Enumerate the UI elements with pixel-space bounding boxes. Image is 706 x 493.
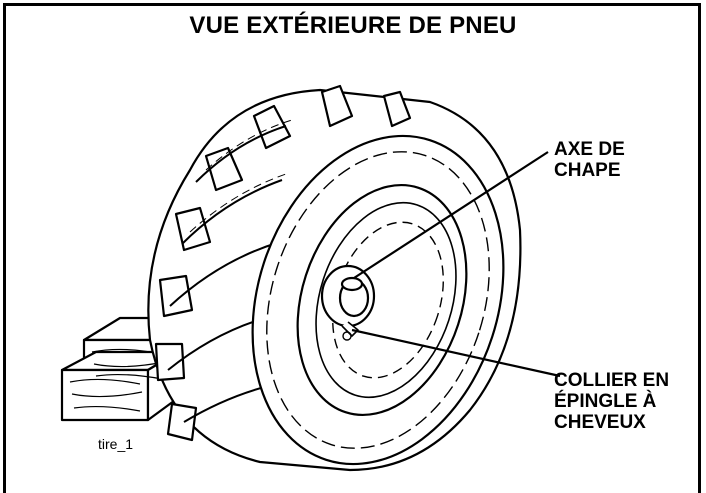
- label-axe-de-chape: AXE DE CHAPE: [554, 139, 625, 181]
- tire: [147, 84, 522, 472]
- figure-title: VUE EXTÉRIEURE DE PNEU: [189, 12, 517, 39]
- axe-leader-line: [353, 151, 549, 279]
- image-label: tire_1: [98, 436, 134, 452]
- collier-leader-line: [351, 328, 561, 378]
- figure-frame: [3, 3, 701, 493]
- label-collier-en-epingle: COLLIER EN ÉPINGLE À CHEVEUX: [554, 370, 670, 433]
